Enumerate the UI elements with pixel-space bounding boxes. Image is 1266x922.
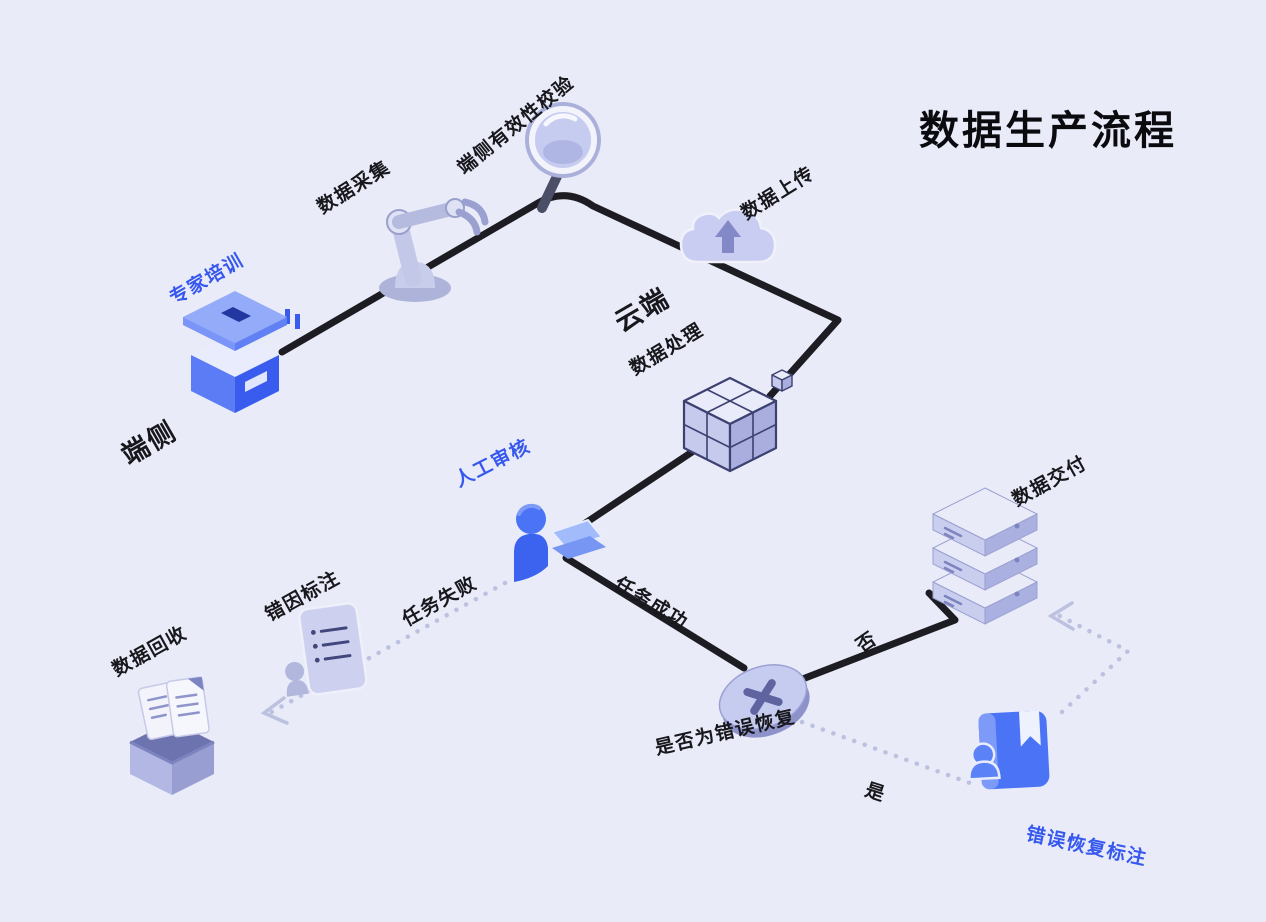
flow-decision-to-delivery xyxy=(796,589,959,684)
cube-blocks-icon xyxy=(682,369,793,473)
branch-yes-dotted-line xyxy=(799,719,973,786)
book-person-icon xyxy=(968,710,1050,790)
expert-training-machine-icon xyxy=(183,291,300,413)
recovery-to-delivery-dotted-line xyxy=(1055,612,1132,715)
recycle-arrow-icon xyxy=(260,696,289,725)
dotted-connectors xyxy=(260,580,1132,786)
flow-review-to-decision xyxy=(562,554,748,672)
server-stack-icon xyxy=(931,487,1039,625)
robot-arm-icon xyxy=(379,198,489,302)
diagram-title: 数据生产流程 xyxy=(919,108,1177,154)
main-flow-line xyxy=(278,192,959,684)
flow-processing-to-review xyxy=(568,446,699,536)
document-person-icon xyxy=(285,602,368,697)
person-laptop-icon xyxy=(514,503,606,582)
magnifier-icon xyxy=(525,102,601,213)
box-papers-icon xyxy=(129,676,215,795)
circle-x-decision-icon xyxy=(718,664,810,738)
delivery-arrow-icon xyxy=(1047,601,1075,631)
task-failed-dotted-line xyxy=(265,580,508,717)
cloud-upload-icon xyxy=(679,208,777,264)
